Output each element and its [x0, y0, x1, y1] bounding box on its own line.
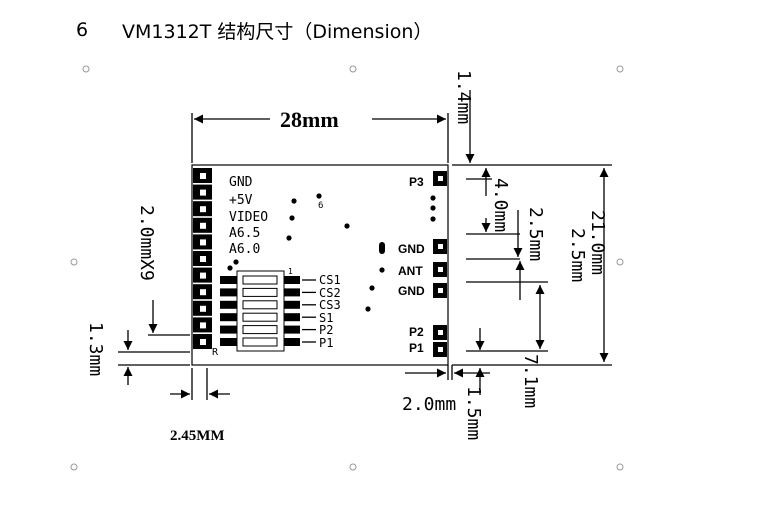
module-outline [191, 164, 449, 366]
pin-label-gnd-1: GND [398, 242, 425, 256]
gnd-spacing-label: 2.5mm [525, 207, 546, 261]
registration-marks [70, 65, 624, 471]
dip-slider [242, 287, 278, 297]
dip-lead-left [220, 288, 237, 297]
left-pin-hole [200, 206, 206, 213]
width-label: 28mm [280, 107, 339, 132]
left-pin-hole [200, 189, 206, 196]
dip-label-cs1: CS1 [319, 273, 341, 287]
pin-label-gnd: GND [229, 175, 253, 190]
dip-on-mark: 1 [288, 267, 293, 276]
dip-lead-left [220, 338, 237, 346]
component-dots [227, 193, 436, 312]
top-margin-label: 1.4mm [453, 70, 474, 124]
pin-gap-label: 4.0mm [490, 178, 511, 232]
left-pin-hole [200, 339, 206, 345]
dip-lead-right [284, 313, 300, 322]
section-heading: 6 VM1312T 结构尺寸（Dimension） [76, 16, 432, 44]
dip-lead-right [284, 325, 300, 334]
left-pin-hole [200, 289, 206, 296]
dip-label-cs2: CS2 [319, 286, 341, 300]
dip-slider [242, 325, 278, 335]
dot-mark-6: 6 [318, 201, 323, 211]
dip-lead-right [284, 288, 300, 297]
dip-lead-left [220, 300, 237, 309]
section-number: 6 [76, 19, 89, 41]
pin-label-p1: P1 [409, 341, 424, 355]
left-pin-labels: GND +5V VIDEO A6.5 A6.0 [229, 175, 268, 257]
dip-lead-right [284, 338, 300, 346]
left-pin-hole [200, 322, 206, 329]
left-pin-header [193, 168, 212, 349]
dip-lead-left [220, 313, 237, 322]
right-pin-labels: P3 GND ANT GND P2 P1 [398, 175, 425, 355]
left-pin-hole [200, 305, 206, 312]
bottom-margin-label: 1.5mm [463, 386, 484, 440]
dip-label-s1: S1 [319, 311, 333, 325]
right-pins [433, 171, 447, 357]
dip-lead-right [284, 276, 300, 284]
right-pin-hole [438, 267, 443, 272]
height-label: 21.0mm [587, 210, 608, 275]
dip-label-p1: P1 [319, 336, 333, 350]
right-pin-hole [438, 347, 443, 352]
pin-label-p2: P2 [409, 325, 424, 339]
left-pin-hole [200, 239, 206, 246]
dip-lead-left [220, 276, 237, 284]
right-pin-hole [438, 244, 443, 249]
pin-label-gnd-2: GND [398, 284, 425, 298]
right-pin-hole [438, 288, 443, 293]
dip-labels: CS1 CS2 CS3 S1 P2 P1 [302, 273, 341, 350]
pin-label-ant: ANT [398, 264, 423, 278]
left-pin-hole [200, 222, 206, 229]
right-pin-width-label: 2.0mm [402, 394, 456, 415]
dip-slider [242, 275, 278, 285]
pin-label-video: VIDEO [229, 210, 268, 225]
pitch-label: 2.0mmX9 [136, 205, 157, 281]
left-pin-hole [200, 256, 206, 262]
left-pin-hole [200, 272, 206, 279]
pin-label-p3: P3 [409, 175, 424, 189]
right-pin-hole [438, 330, 443, 335]
pin-label-a65: A6.5 [229, 226, 260, 241]
dip-lead-right [284, 300, 300, 309]
dip-label-cs3: CS3 [319, 298, 341, 312]
section-title: VM1312T 结构尺寸（Dimension） [122, 20, 433, 43]
dip-slider [242, 337, 278, 347]
left-offset-label: 1.3mm [85, 322, 106, 376]
dip-lead-left [220, 325, 237, 334]
dip-slider [242, 300, 278, 310]
pin-label-5v: +5V [229, 193, 253, 208]
ant-offset-label: 2.5mm [567, 228, 588, 282]
p2-offset-label: 7.1mm [520, 354, 541, 408]
dip-slider [242, 312, 278, 322]
left-pin-hole [200, 173, 206, 179]
dip-switch: 1 [220, 267, 300, 352]
right-pin-hole [438, 176, 443, 181]
pin-label-a60: A6.0 [229, 242, 260, 257]
left-pin-width-label: 2.45MM [170, 428, 225, 444]
dip-label-p2: P2 [319, 323, 333, 337]
corner-mark-r: R [212, 347, 219, 358]
